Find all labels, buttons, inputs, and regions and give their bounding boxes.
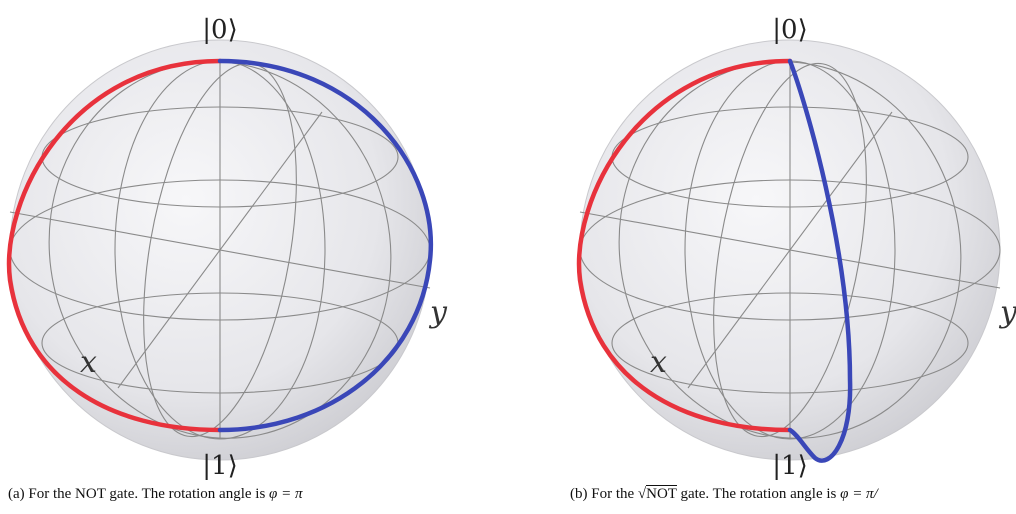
red-trajectory — [576, 58, 793, 433]
x-axis-line — [687, 111, 893, 389]
ket-one-label: |1⟩ — [202, 451, 237, 480]
ket-one-label: |1⟩ — [772, 451, 807, 480]
x-axis-label: x — [650, 345, 667, 380]
bloch-sphere-a-svg: |0⟩ |1⟩ x y — [6, 15, 448, 480]
bloch-sphere-panel-b: |0⟩ |1⟩ x y (b) For the √NOT gate. The r… — [560, 0, 1016, 514]
caption-b-angle: φ = π/ — [840, 486, 878, 502]
bloch-sphere-panel-a: |0⟩ |1⟩ x y (a) For the NOT gate. The ro… — [0, 0, 470, 514]
caption-a: (a) For the NOT gate. The rotation angle… — [8, 486, 302, 503]
bloch-sphere-b-svg: |0⟩ |1⟩ x y — [576, 15, 1016, 480]
x-axis-label: x — [80, 345, 97, 380]
sphere-grid — [579, 60, 1001, 440]
caption-b-prefix: (b) For the — [570, 486, 638, 502]
caption-a-text: (a) For the NOT gate. The rotation angle… — [8, 486, 270, 502]
gate-name: NOT — [646, 485, 677, 502]
x-axis-line — [117, 111, 323, 389]
red-trajectory — [6, 58, 223, 433]
caption-b-middle: gate. The rotation angle is — [676, 486, 841, 502]
blue-trajectory — [217, 58, 434, 433]
caption-a-angle: φ = π — [269, 486, 303, 502]
blue-trajectory — [787, 58, 853, 463]
y-axis-label: y — [428, 295, 448, 330]
ket-zero-label: |0⟩ — [772, 15, 807, 45]
caption-b: (b) For the √NOT gate. The rotation angl… — [570, 485, 878, 503]
y-axis-label: y — [998, 295, 1016, 330]
sqrt-symbol: √ — [637, 486, 647, 502]
ket-zero-label: |0⟩ — [202, 15, 237, 45]
